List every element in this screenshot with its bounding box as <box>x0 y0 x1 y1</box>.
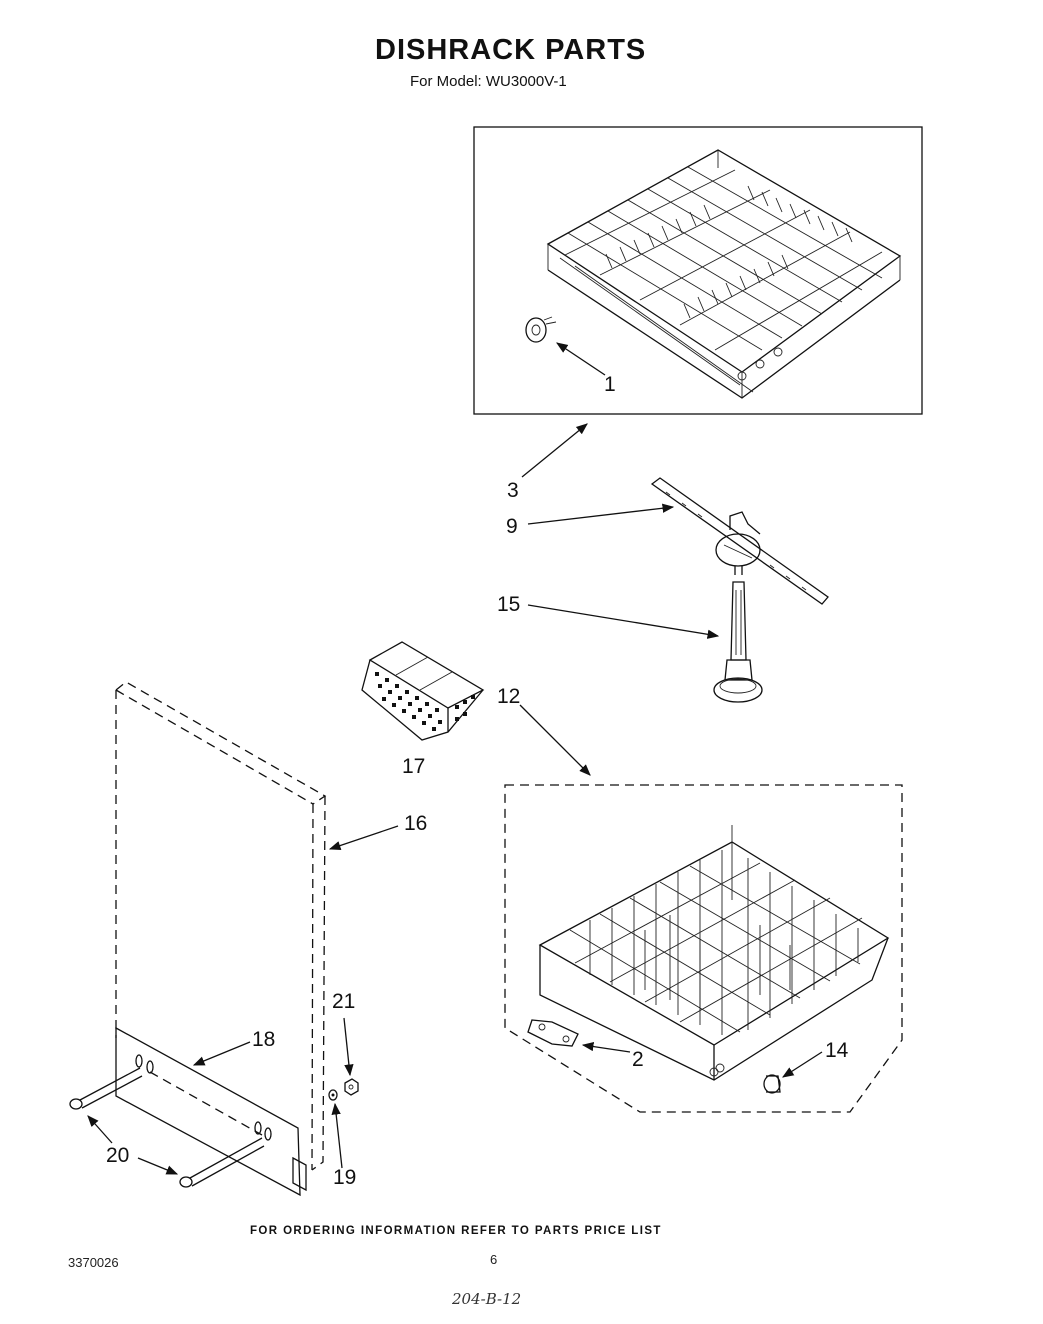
leader-line-1 <box>556 342 606 376</box>
callout-21: 21 <box>332 990 355 1013</box>
lower-rack-roller-part <box>763 1074 781 1094</box>
callout-17: 17 <box>402 755 425 778</box>
silverware-basket-part <box>361 641 485 741</box>
leader-line-2 <box>581 1041 631 1053</box>
door-plate-part <box>115 1026 307 1197</box>
lower-rack-assembly: 2 14 <box>504 784 903 1113</box>
callout-3: 3 <box>507 479 519 502</box>
leader-line-19 <box>331 1102 343 1169</box>
spray-arm-part <box>650 477 829 605</box>
rack-bracket-part <box>527 1019 579 1047</box>
rack-roller-part <box>525 316 557 343</box>
leader-line-14 <box>782 1051 823 1078</box>
callout-16: 16 <box>404 812 427 835</box>
callout-15: 15 <box>497 593 520 616</box>
ordering-information-note: FOR ORDERING INFORMATION REFER TO PARTS … <box>250 1225 662 1237</box>
door-panel-part <box>115 681 327 1171</box>
nut-and-washer-parts <box>328 1078 359 1101</box>
document-number: 3370026 <box>68 1255 119 1270</box>
upper-rack-frame-box <box>473 126 923 415</box>
callout-14: 14 <box>825 1039 849 1062</box>
handwritten-note: 204-B-12 <box>452 1290 522 1308</box>
callout-12: 12 <box>497 685 520 708</box>
screw-part <box>69 1067 265 1188</box>
leader-line-16 <box>328 825 399 851</box>
upper-rack-assembly: 1 <box>473 126 923 415</box>
leader-line-21 <box>343 1017 354 1077</box>
page-title: DISHRACK PARTS <box>375 34 647 66</box>
page-number: 6 <box>490 1252 498 1267</box>
spray-tower-part <box>713 581 763 703</box>
upper-dishrack-illustration <box>546 149 902 399</box>
leader-line-20b <box>137 1157 179 1175</box>
callout-1: 1 <box>604 373 616 396</box>
leader-line-9 <box>527 503 675 525</box>
callout-20: 20 <box>106 1144 129 1167</box>
model-subtitle: For Model: WU3000V-1 <box>410 73 567 90</box>
leader-line-20a <box>87 1115 113 1144</box>
callout-18: 18 <box>252 1028 275 1051</box>
callout-19: 19 <box>333 1166 356 1189</box>
callout-9: 9 <box>506 515 518 538</box>
leader-line-12 <box>519 704 591 776</box>
lower-dishrack-illustration <box>538 825 890 1081</box>
leader-line-3 <box>521 423 588 478</box>
lower-rack-frame-box <box>504 784 903 1113</box>
callout-2: 2 <box>632 1048 644 1071</box>
leader-line-18 <box>192 1041 251 1066</box>
leader-line-15 <box>527 604 720 639</box>
